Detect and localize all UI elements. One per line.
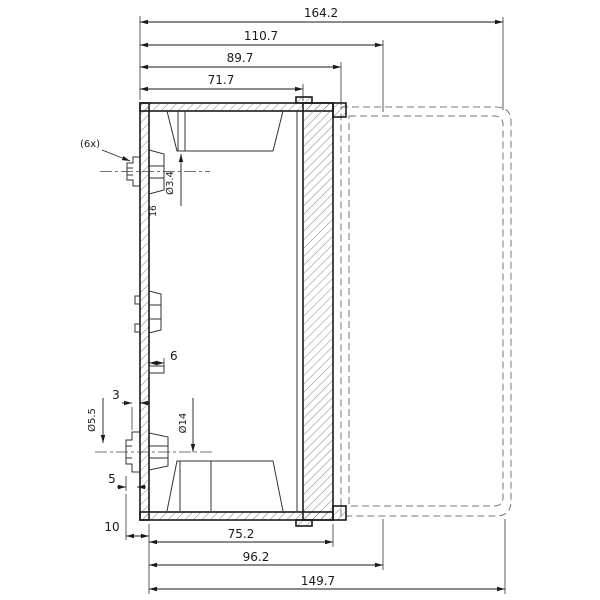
dim-offset-5: 5 <box>108 472 146 491</box>
dim-label-75: 75.2 <box>228 527 255 541</box>
dim-label-96: 96.2 <box>243 550 270 564</box>
section-walls <box>139 96 347 527</box>
dim-label-89: 89.7 <box>227 51 254 65</box>
dim-label-149: 149.7 <box>301 574 335 588</box>
dim-step-3: 3 <box>112 388 150 430</box>
dia-14-label: Ø14 <box>177 413 189 434</box>
centerlines <box>95 171 215 453</box>
step-3-label: 3 <box>112 388 120 402</box>
dim-dia-5-5: Ø5.5 <box>86 398 106 443</box>
left-wall <box>139 102 150 521</box>
dim-label-71: 71.7 <box>208 73 235 87</box>
dim-dia-3-4: Ø3.4 <box>164 154 184 206</box>
dim-rib-6: 6 <box>149 349 178 367</box>
note-6x-label: (6x) <box>80 139 100 150</box>
dia-5-5-label: Ø5.5 <box>86 408 98 432</box>
dim-bottom-96: 96.2 <box>149 519 384 570</box>
label-boss-depth: 16 <box>149 205 159 217</box>
wall-10-label: 10 <box>104 520 119 534</box>
bottom-wall <box>139 511 334 521</box>
dim-top-71: 71.7 <box>140 73 304 101</box>
rib-6-label: 6 <box>170 349 178 363</box>
top-pad <box>295 96 313 104</box>
boss-depth-label: 16 <box>149 205 159 217</box>
section-inner-features <box>125 110 298 512</box>
dim-bottom-149: 149.7 <box>149 519 506 594</box>
note-6x: (6x) <box>80 139 131 162</box>
top-right-flange <box>332 102 347 118</box>
right-wall <box>302 102 334 521</box>
dim-top-89: 89.7 <box>140 51 342 105</box>
bottom-pad <box>295 519 313 527</box>
offset-5-label: 5 <box>108 472 116 486</box>
dim-top-164: 164.2 <box>139 6 504 110</box>
dim-label-110: 110.7 <box>244 29 278 43</box>
phantom-cover-outline <box>340 106 512 517</box>
dia-3-4-label: Ø3.4 <box>164 171 176 195</box>
bottom-right-flange <box>332 505 347 521</box>
dim-wall-10: 10 <box>104 494 149 540</box>
dim-top-110: 110.7 <box>140 29 384 112</box>
dim-label-164: 164.2 <box>304 6 338 20</box>
dim-dia-14: Ø14 <box>177 398 196 452</box>
